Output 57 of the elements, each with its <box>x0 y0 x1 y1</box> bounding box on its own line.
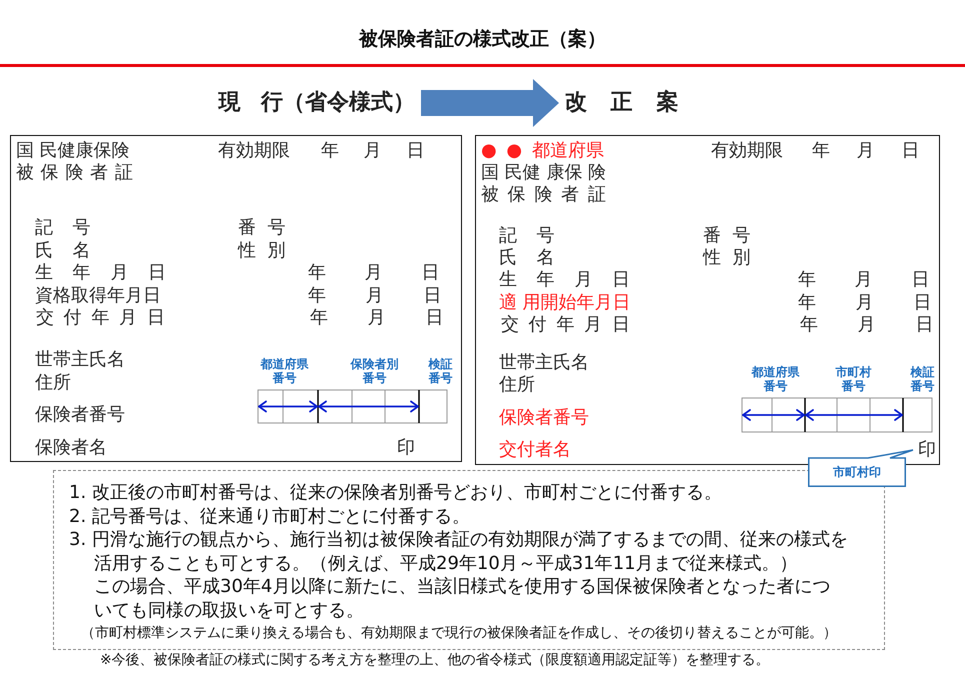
page-title: 被保険者証の様式改正（案） <box>359 28 606 51</box>
column-heading: 都道府県番号 <box>751 365 800 393</box>
note-item: 1. 改正後の市町村番号は、従来の保険者別番号どおり、市町村ごとに付番する。 <box>69 481 722 504</box>
field-label: 保険者番号 <box>499 407 589 429</box>
insurance-card <box>10 135 462 462</box>
card-title: 国 民健 康保 険 <box>481 162 606 184</box>
date-field: 年 月 日 <box>798 292 932 314</box>
field-label: 世帯主氏名 <box>499 352 589 374</box>
column-heading: 検証番号 <box>428 357 453 385</box>
field-label: 交付者名 <box>499 439 571 461</box>
column-heading: 保険者別番号 <box>350 357 399 385</box>
field-label: 有効期限 <box>711 140 783 162</box>
note-remark: （市町村標準システムに乗り換える場合も、有効期限まで現行の被保険者証を作成し、その後切り替えることが可能。） <box>81 625 837 642</box>
field-label: 番 号 <box>703 225 751 247</box>
section-heading: 現 行（省令様式） <box>218 90 415 116</box>
insurance-card <box>475 135 940 465</box>
column-heading: 都道府県番号 <box>260 357 309 385</box>
column-heading: 検証番号 <box>910 365 935 393</box>
column-heading: 市町村番号 <box>835 365 872 393</box>
field-label: 番 号 <box>238 217 286 239</box>
footnote: ※今後、被保険者証の様式に関する考え方を整理の上、他の省令様式（限度額適用認定証等）を整理する。 <box>100 652 770 669</box>
field-label: 交 付 年 月 日 <box>36 307 165 329</box>
date-field: 年 月 日 <box>798 269 930 291</box>
note-item: 3. 円滑な施行の観点から、施行当初は被保険者証の有効期限が満了するまでの間、従来の様式を活用することも可とする。（例えば、平成29年10月～平成31年11月まで従来様式。） <box>69 528 849 575</box>
date-field: 年 月 日 <box>310 307 444 329</box>
field-label: 適 用開始年月日 <box>499 292 631 314</box>
date-field: 年 月 日 <box>321 140 424 162</box>
card-title: 被 保 険 者 証 <box>481 184 606 206</box>
field-label: 氏 名 <box>35 240 91 262</box>
seal-label: 印 <box>397 437 415 459</box>
field-label: 保険者名 <box>35 437 107 459</box>
section-heading: 改 正 案 <box>565 90 678 116</box>
note-item: 2. 記号番号は、従来通り市町村ごとに付番する。 <box>69 504 470 528</box>
field-label: 生 年 月 日 <box>499 269 630 291</box>
note-item: この場合、平成30年4月以降に新たに、当該旧様式を使用する国保被保険者となった者についても同様の取扱いを可とする。 <box>94 575 832 622</box>
field-label: 記 号 <box>35 217 91 239</box>
date-field: 年 月 日 <box>308 285 442 307</box>
field-label: 住所 <box>499 374 535 396</box>
field-label: 世帯主氏名 <box>35 349 125 371</box>
callout-box: 市町村印 <box>808 449 914 487</box>
date-field: 年 月 日 <box>308 262 440 284</box>
card-title: 被 保 険 者 証 <box>16 162 133 184</box>
field-label: 住所 <box>35 372 71 394</box>
field-label: 交 付 年 月 日 <box>501 314 630 336</box>
field-label: 資格取得年月日 <box>35 285 161 307</box>
field-label: 有効期限 <box>218 140 290 162</box>
field-label: 生 年 月 日 <box>35 262 166 284</box>
field-label: 氏 名 <box>499 247 555 269</box>
issuer-name: ● ● 都道府県 <box>481 140 604 162</box>
seal-label: 印 <box>918 439 936 461</box>
field-label: 保険者番号 <box>35 404 125 426</box>
field-label: 性 別 <box>238 240 286 262</box>
card-title: 国 民健康保険 <box>16 140 130 162</box>
date-field: 年 月 日 <box>812 140 920 162</box>
field-label: 記 号 <box>499 225 555 247</box>
date-field: 年 月 日 <box>800 314 934 336</box>
field-label: 性 別 <box>703 247 751 269</box>
